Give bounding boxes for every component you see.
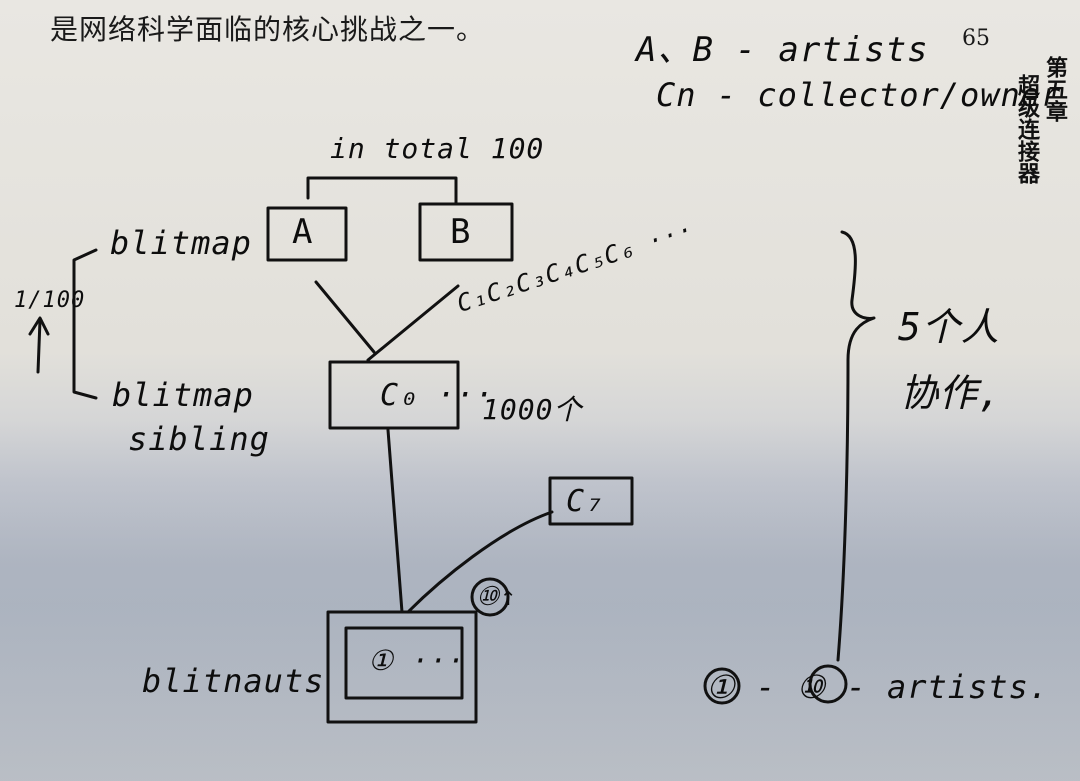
box-b-label: B <box>450 212 472 252</box>
c0-label: C₀ ··· <box>380 378 495 413</box>
line-c0-blitnauts <box>386 428 404 614</box>
chapter-heading: 第五章 超级连接器 <box>1014 56 1068 184</box>
blitnauts-label: blitnauts <box>142 662 325 700</box>
circle-10-mid <box>470 577 510 617</box>
line-a-c0 <box>314 280 376 354</box>
five-people-2: 协作, <box>900 371 1002 415</box>
legend-artists: A、B - artists <box>636 30 929 70</box>
box-blitnauts-outer <box>326 610 478 724</box>
box-a <box>266 206 348 262</box>
page-number: 65 <box>962 26 990 51</box>
right-brace <box>836 230 876 662</box>
box-c0 <box>328 360 460 430</box>
sibling-label-1: blitmap <box>112 376 254 414</box>
ratio-label: 1/100 <box>14 288 86 313</box>
count-10: ⑩↑ <box>476 582 517 612</box>
in-total-label: in total 100 <box>330 132 545 165</box>
chapter-title: 超级连接器 <box>1014 74 1039 184</box>
box-a-label: A <box>292 212 314 252</box>
ratio-arrow-head <box>28 316 50 336</box>
five-people-1: 5个人 <box>898 305 1000 349</box>
count-1000: 1000个 <box>482 393 583 426</box>
circle-10-right <box>808 664 848 704</box>
box-blitnauts-inner <box>344 626 464 700</box>
line-c7-blitnauts <box>406 510 554 614</box>
chapter-label: 第五章 <box>1042 56 1067 122</box>
total-bracket <box>306 176 458 206</box>
inner-1-label: ① ··· <box>368 644 466 677</box>
line-b-c0 <box>366 284 460 362</box>
sibling-label-2: sibling <box>128 420 270 458</box>
circle-1-right <box>703 667 741 705</box>
printed-text-line: 是网络科学面临的核心挑战之一。 <box>50 13 486 46</box>
legend-collector: Cn - collector/owner <box>656 76 1062 114</box>
ratio-arrow-shaft <box>36 318 42 374</box>
artists-range: ① - ⑩ - artists. <box>706 668 1050 706</box>
ratio-bracket <box>72 248 98 400</box>
blitmap-label: blitmap <box>110 224 252 262</box>
box-b <box>418 202 514 262</box>
box-c7 <box>548 476 634 526</box>
c7-label: C₇ <box>566 484 605 519</box>
